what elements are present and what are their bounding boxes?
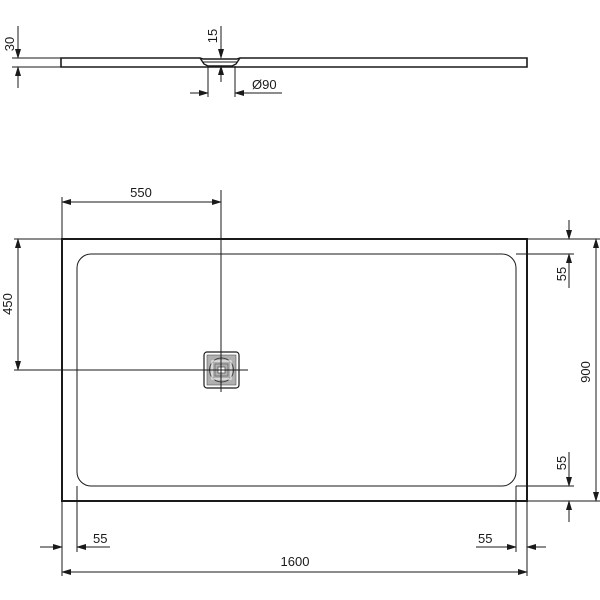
dim-rim-right-label: 55 bbox=[478, 531, 492, 546]
dim-rim-top-label: 55 bbox=[554, 267, 569, 281]
dim-drain-offset-x-label: 550 bbox=[130, 185, 152, 200]
dim-drain-offset-y bbox=[14, 238, 62, 371]
tray-profile bbox=[60, 57, 528, 68]
plan-view: 550 450 55 55 bbox=[0, 185, 600, 576]
bottom-extension-lines bbox=[61, 486, 528, 576]
dim-drain-diameter-label: Ø90 bbox=[252, 77, 277, 92]
dim-rim-left-label: 55 bbox=[93, 531, 107, 546]
right-extension-lines bbox=[516, 238, 600, 502]
dim-drain-offset-y-label: 450 bbox=[0, 293, 15, 315]
side-view: 30 15 Ø90 bbox=[2, 26, 528, 97]
dim-drain-diameter bbox=[190, 66, 282, 97]
dim-drain-offset-x bbox=[61, 190, 222, 239]
dim-thickness-label: 30 bbox=[2, 37, 17, 51]
dim-rim-bottom-label: 55 bbox=[554, 456, 569, 470]
dim-overall-width-label: 900 bbox=[578, 361, 593, 383]
dim-drain-depth-label: 15 bbox=[205, 29, 220, 43]
dim-thickness bbox=[12, 26, 61, 88]
dim-overall-length-label: 1600 bbox=[281, 554, 310, 569]
